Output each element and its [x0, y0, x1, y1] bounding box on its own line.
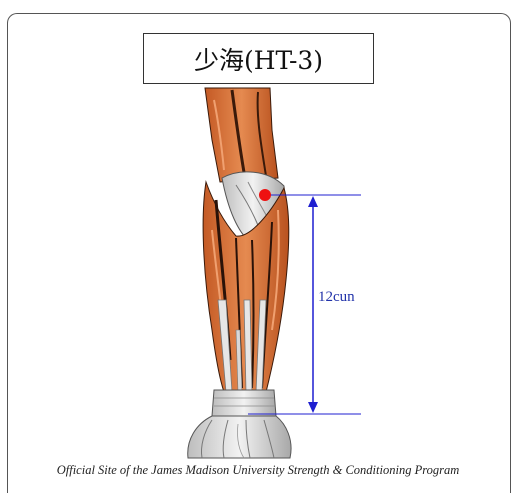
upper-arm: [205, 88, 278, 182]
arrow-head-up: [308, 196, 318, 207]
credit-text: Official Site of the James Madison Unive…: [0, 463, 516, 478]
wrist-band: [212, 390, 276, 416]
acupoint-marker: [259, 189, 271, 201]
arrow-head-down: [308, 402, 318, 413]
hand: [188, 416, 291, 458]
measurement-label: 12cun: [318, 289, 355, 306]
